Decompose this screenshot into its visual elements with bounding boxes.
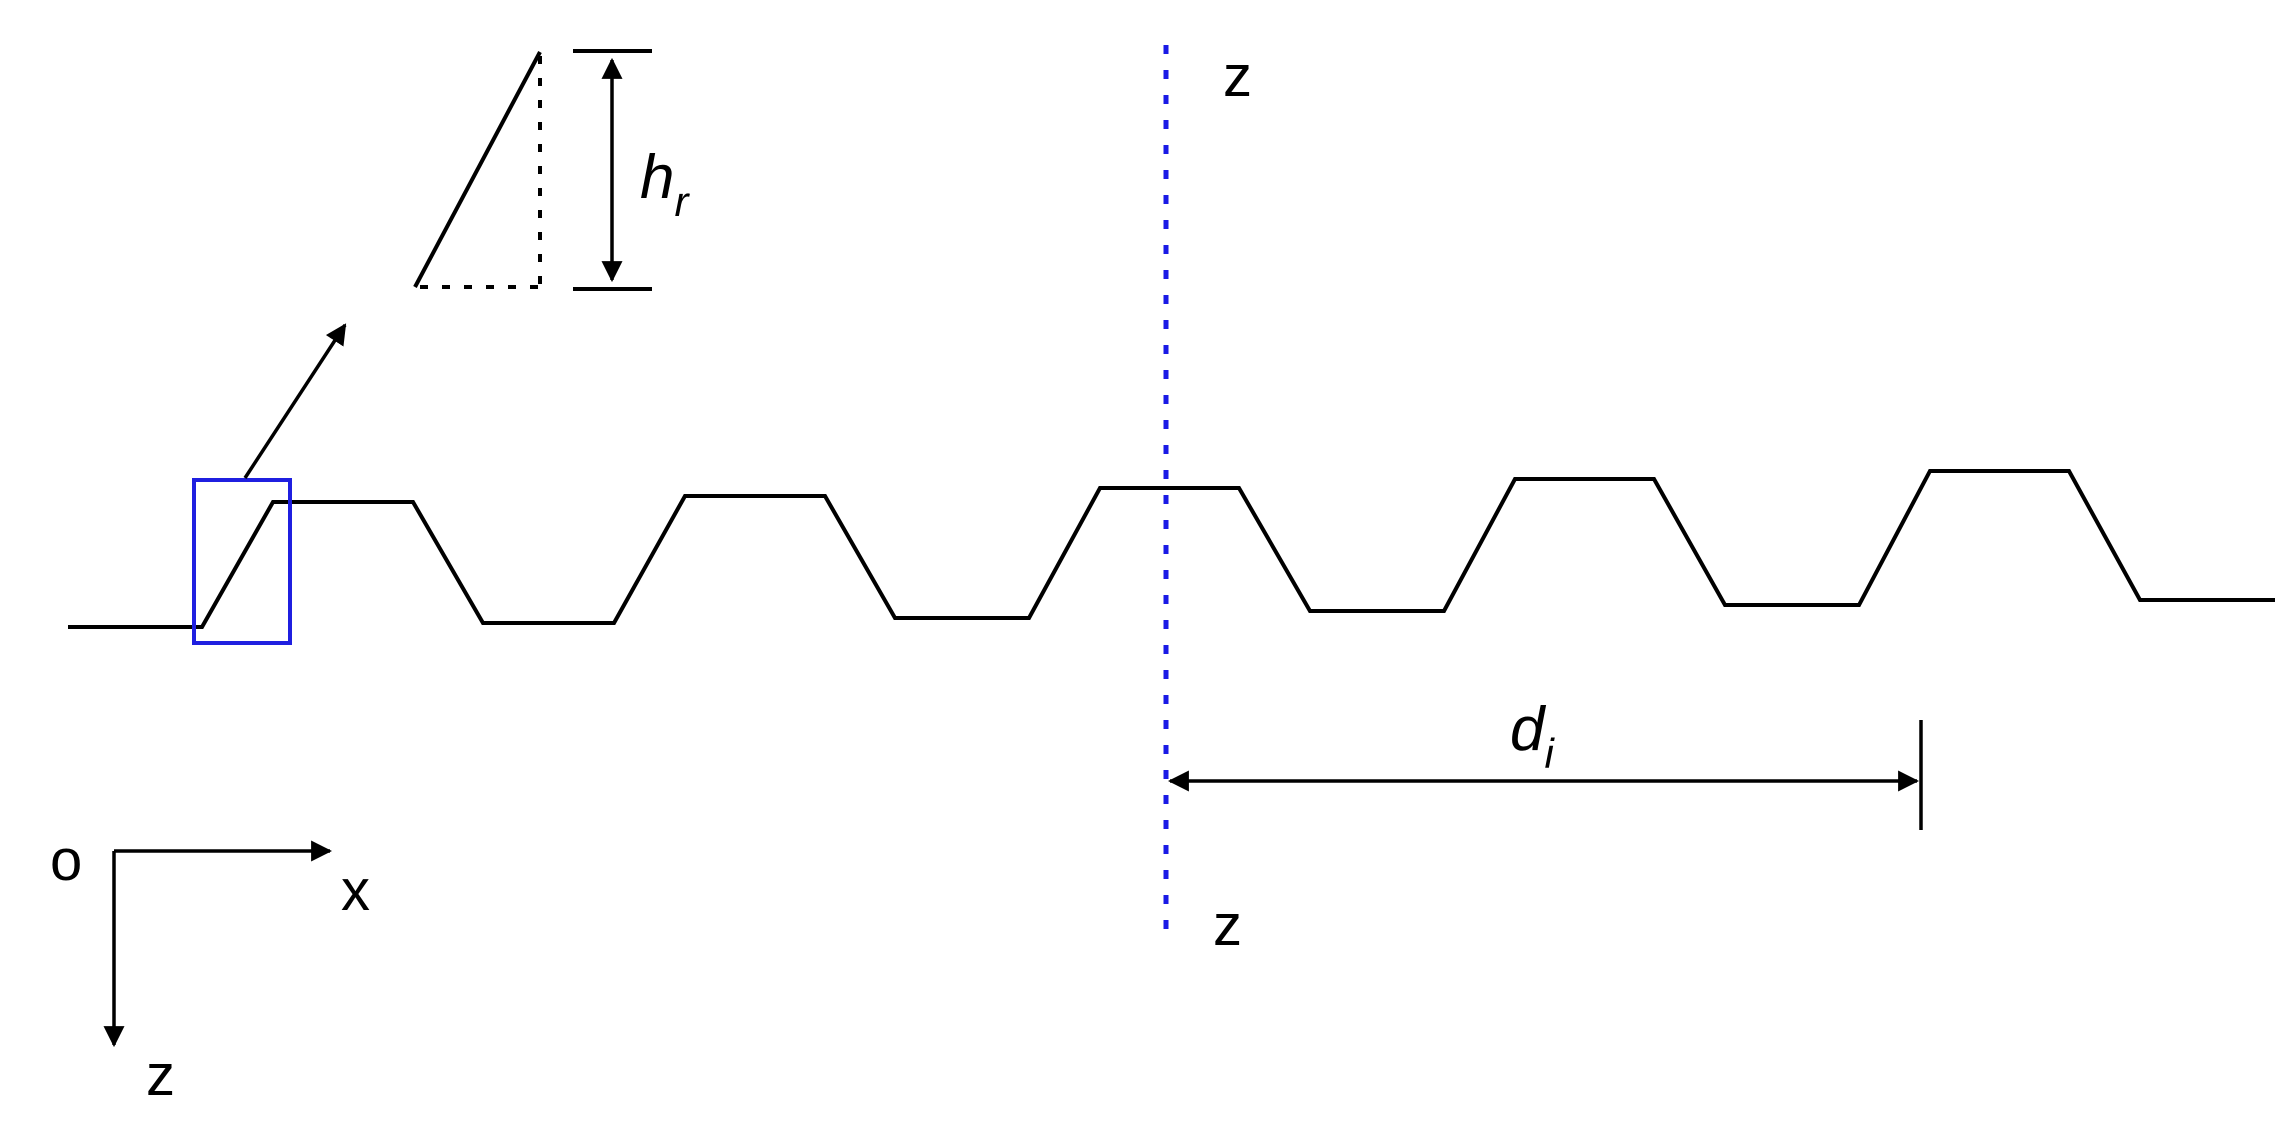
z-axis-label: z [146, 1043, 175, 1108]
origin-label: o [50, 828, 82, 893]
distance-label: di [1510, 695, 1555, 777]
inset-slanted-edge [413, 51, 542, 288]
axis-label-bottom: z [1213, 893, 1242, 958]
distance-label-subscript: i [1544, 730, 1555, 777]
x-axis-label: x [341, 858, 370, 923]
height-label-subscript: r [674, 178, 690, 225]
zoom-arrow [243, 323, 347, 479]
trapezoid-profile-line [68, 469, 2275, 629]
height-label: hr [640, 143, 690, 225]
axis-label-top: z [1223, 44, 1252, 109]
highlight-box [192, 478, 292, 645]
